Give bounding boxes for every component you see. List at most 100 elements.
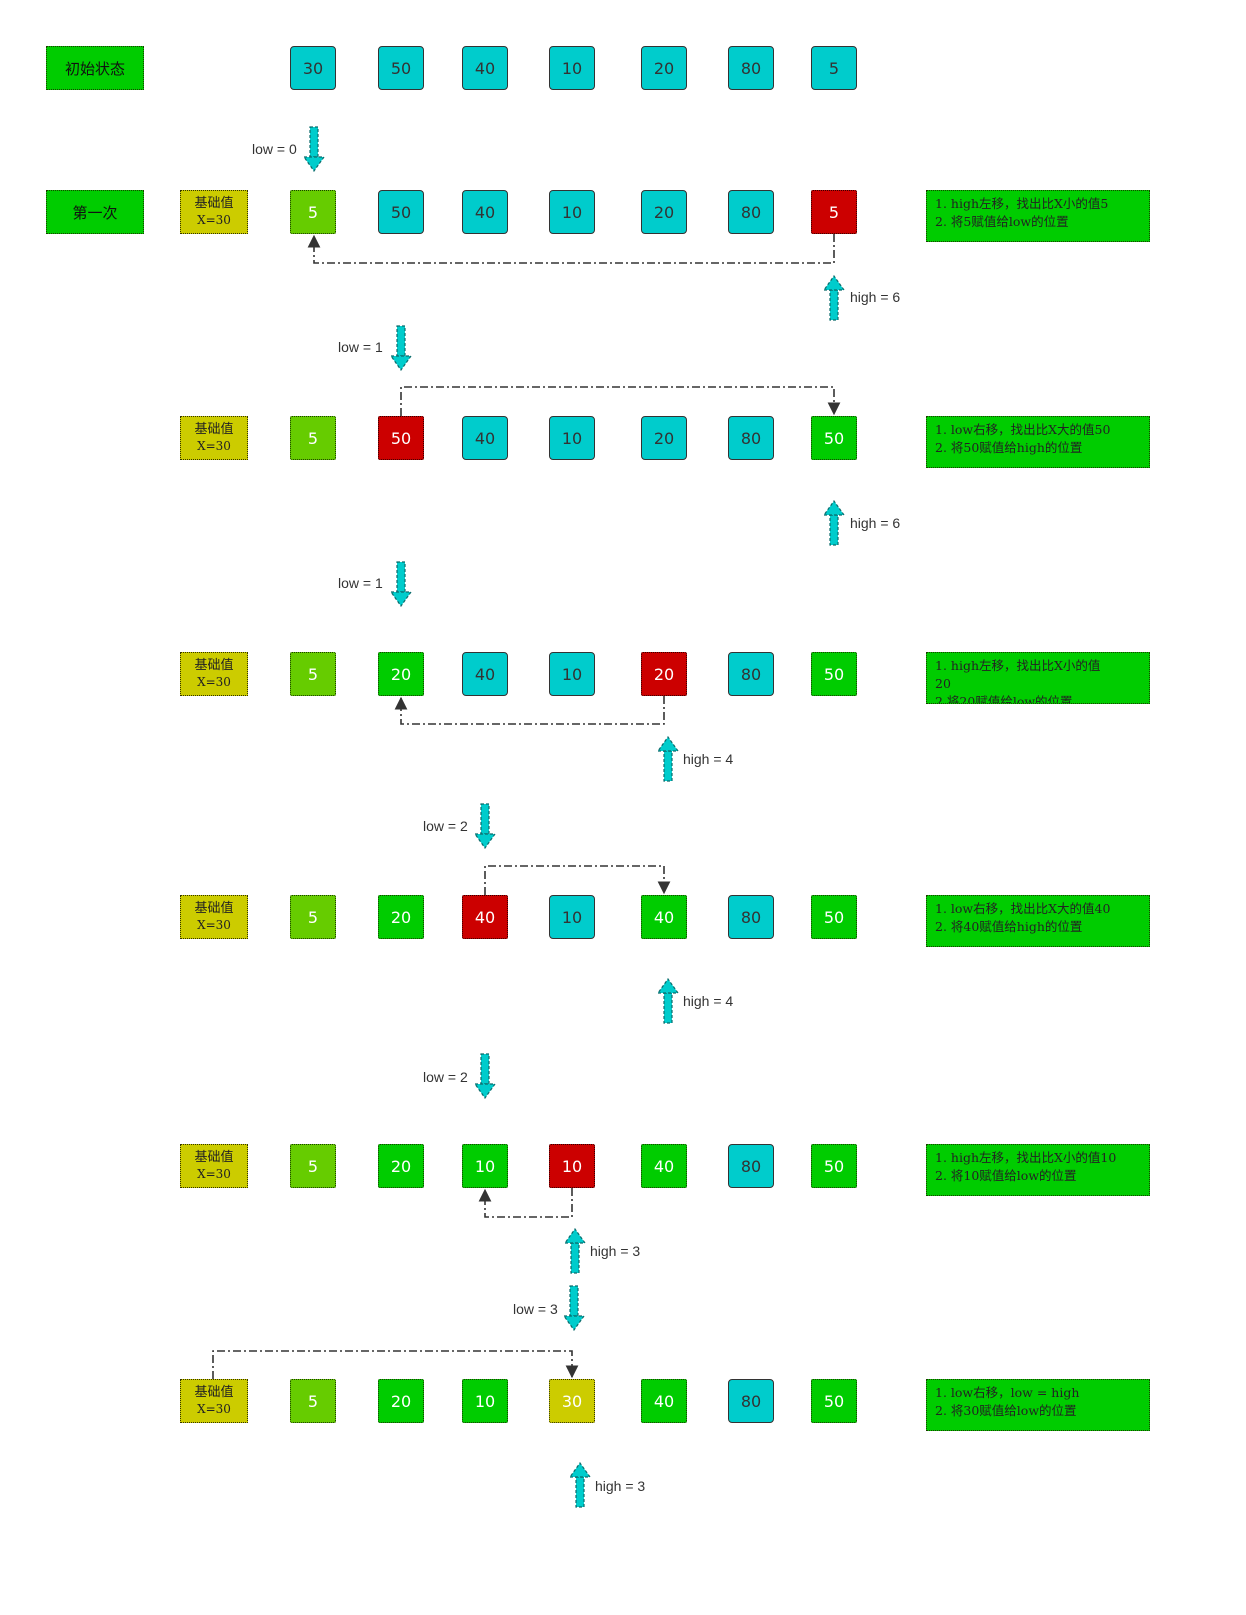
array-cell: 40 (462, 652, 508, 696)
array-cell: 50 (811, 895, 857, 939)
array-cell: 20 (641, 190, 687, 234)
low-pointer-arrow (562, 1285, 586, 1332)
array-cell: 5 (290, 416, 336, 460)
array-cell: 20 (378, 1144, 424, 1188)
base-value-label: 基础值 (194, 901, 234, 916)
low-pointer-label: low = 3 (513, 1301, 558, 1317)
array-cell: 5 (811, 46, 857, 90)
base-value: X=30 (197, 675, 231, 689)
array-cell: 20 (378, 652, 424, 696)
array-cell: 10 (549, 1144, 595, 1188)
array-cell: 30 (549, 1379, 595, 1423)
array-cell: 80 (728, 895, 774, 939)
low-pointer-label: low = 2 (423, 1069, 468, 1085)
array-cell: 80 (728, 190, 774, 234)
low-pointer-label: low = 0 (252, 141, 297, 157)
array-cell: 40 (462, 895, 508, 939)
array-cell: 80 (728, 1379, 774, 1423)
array-cell: 50 (378, 190, 424, 234)
array-cell: 50 (378, 416, 424, 460)
step-note: 1. high左移，找出比X小的值10 2. 将10赋值给low的位置 (926, 1144, 1150, 1196)
array-cell: 5 (811, 190, 857, 234)
array-cell: 30 (290, 46, 336, 90)
value-transfer-arrow (484, 865, 671, 895)
step-note: 1. low右移，low = high 2. 将30赋值给low的位置 (926, 1379, 1150, 1431)
base-value-label: 基础值 (194, 422, 234, 437)
array-cell: 50 (811, 1379, 857, 1423)
high-pointer-arrow (568, 1461, 592, 1508)
base-value: X=30 (197, 213, 231, 227)
base-value: X=30 (197, 439, 231, 453)
base-value: X=30 (197, 918, 231, 932)
array-cell: 40 (462, 46, 508, 90)
low-pointer-arrow (389, 561, 413, 608)
array-cell: 10 (549, 652, 595, 696)
base-value: X=30 (197, 1167, 231, 1181)
array-cell: 10 (549, 895, 595, 939)
low-pointer-arrow (389, 325, 413, 372)
array-cell: 40 (641, 1379, 687, 1423)
value-transfer-arrow (212, 1350, 579, 1379)
high-pointer-label: high = 4 (683, 993, 734, 1009)
array-cell: 10 (462, 1144, 508, 1188)
array-cell: 80 (728, 1144, 774, 1188)
value-transfer-arrow (400, 386, 841, 416)
array-cell: 50 (811, 652, 857, 696)
array-cell: 20 (641, 416, 687, 460)
high-pointer-arrow (656, 977, 680, 1024)
high-pointer-label: high = 3 (590, 1243, 641, 1259)
high-pointer-label: high = 6 (850, 289, 901, 305)
step-note: 1. low右移，找出比X大的值40 2. 将40赋值给high的位置 (926, 895, 1150, 947)
array-cell: 50 (811, 1144, 857, 1188)
high-pointer-arrow (822, 499, 846, 546)
high-pointer-arrow (656, 735, 680, 782)
array-cell: 40 (641, 895, 687, 939)
array-cell: 5 (290, 190, 336, 234)
step-note: 1. high左移，找出比X小的值5 2. 将5赋值给low的位置 (926, 190, 1150, 242)
high-pointer-label: high = 3 (595, 1478, 646, 1494)
array-cell: 50 (378, 46, 424, 90)
value-transfer-arrow (307, 234, 835, 264)
base-value: X=30 (197, 1402, 231, 1416)
low-pointer-label: low = 1 (338, 575, 383, 591)
base-value-box: 基础值 X=30 (180, 190, 248, 234)
array-cell: 20 (641, 46, 687, 90)
low-pointer-arrow (473, 1053, 497, 1100)
base-value-box: 基础值 X=30 (180, 416, 248, 460)
array-cell: 80 (728, 416, 774, 460)
array-cell: 10 (549, 416, 595, 460)
array-cell: 40 (641, 1144, 687, 1188)
base-value-box: 基础值 X=30 (180, 652, 248, 696)
low-pointer-label: low = 1 (338, 339, 383, 355)
step-note: 1. high左移，找出比X小的值 20 2.将20赋值给low的位置 (926, 652, 1150, 704)
array-cell: 40 (462, 416, 508, 460)
first-pass-label: 第一次 (46, 190, 144, 234)
base-value-label: 基础值 (194, 658, 234, 673)
low-pointer-label: low = 2 (423, 818, 468, 834)
step-note: 1. low右移，找出比X大的值50 2. 将50赋值给high的位置 (926, 416, 1150, 468)
array-cell: 5 (290, 895, 336, 939)
value-transfer-arrow (478, 1188, 573, 1218)
high-pointer-label: high = 6 (850, 515, 901, 531)
value-transfer-arrow (394, 696, 665, 725)
array-cell: 20 (378, 1379, 424, 1423)
array-cell: 80 (728, 652, 774, 696)
array-cell: 50 (811, 416, 857, 460)
array-cell: 10 (549, 46, 595, 90)
high-pointer-label: high = 4 (683, 751, 734, 767)
low-pointer-arrow (302, 126, 326, 173)
high-pointer-arrow (563, 1227, 587, 1274)
array-cell: 10 (549, 190, 595, 234)
base-value-box: 基础值 X=30 (180, 895, 248, 939)
high-pointer-arrow (822, 274, 846, 321)
array-cell: 40 (462, 190, 508, 234)
array-cell: 10 (462, 1379, 508, 1423)
low-pointer-arrow (473, 803, 497, 850)
array-cell: 5 (290, 1144, 336, 1188)
array-cell: 5 (290, 652, 336, 696)
base-value-label: 基础值 (194, 196, 234, 211)
array-cell: 20 (641, 652, 687, 696)
